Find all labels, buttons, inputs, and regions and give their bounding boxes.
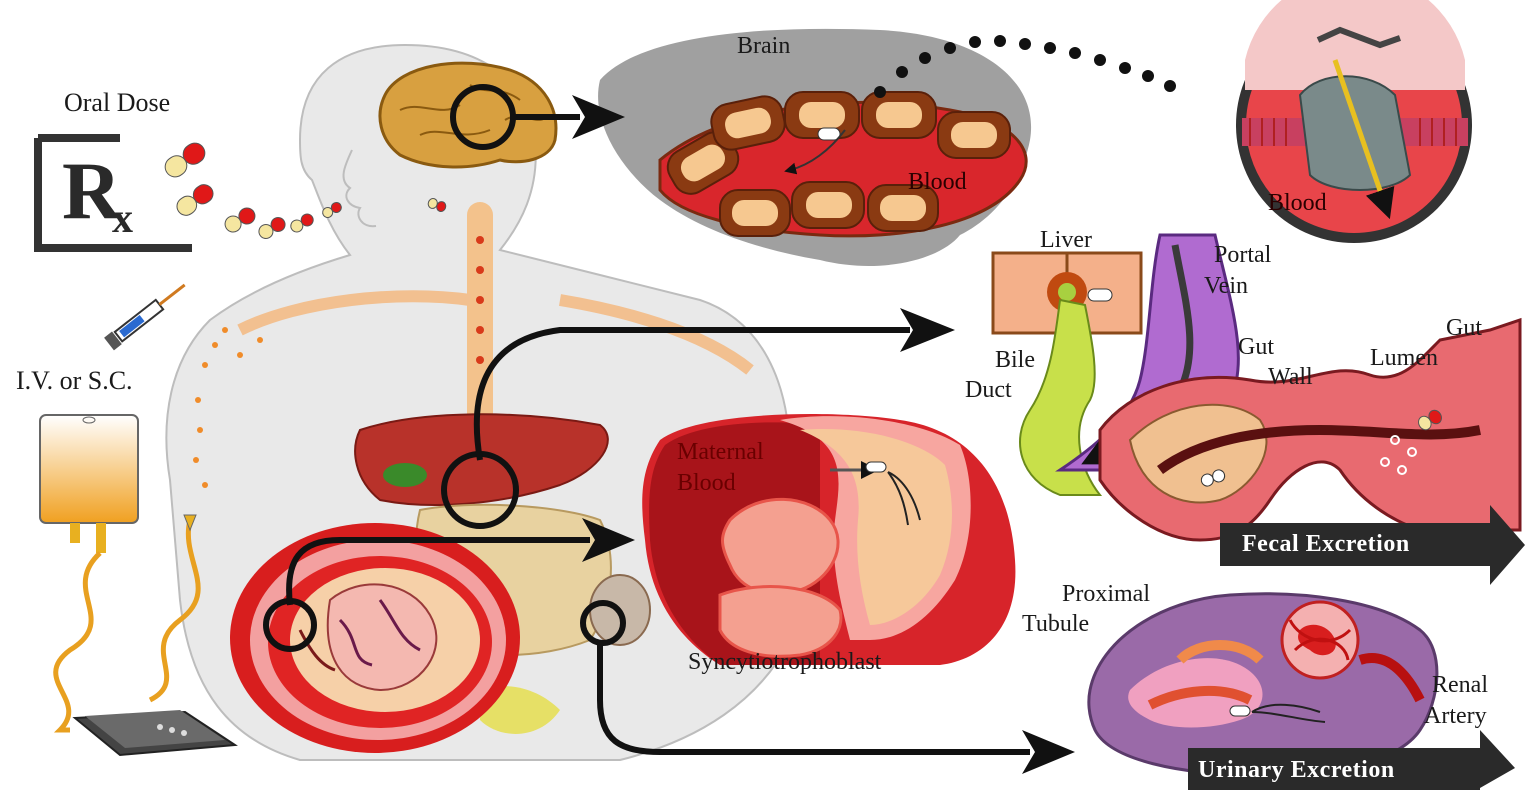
label-blood-brain: Blood (908, 170, 967, 194)
label-gut-wall-1: Gut (1238, 335, 1274, 359)
label-oral-dose: Oral Dose (64, 90, 170, 116)
label-portal: Portal (1214, 243, 1271, 267)
label-blood-membrane: Blood (1268, 191, 1327, 215)
label-proximal: Proximal (1062, 582, 1150, 606)
rx-subscript: x (112, 198, 133, 240)
label-tubule: Tubule (1022, 612, 1089, 636)
label-maternal: Maternal (677, 440, 764, 464)
label-gut-lumen-1: Gut (1446, 316, 1482, 340)
label-duct: Duct (965, 378, 1012, 402)
label-gut-lumen-2: Lumen (1370, 346, 1438, 370)
infusion-pump-icon (0, 710, 235, 755)
label-maternal-blood: Blood (677, 471, 736, 495)
label-urinary-excretion: Urinary Excretion (1198, 758, 1395, 782)
label-iv-sc: I.V. or S.C. (16, 368, 133, 394)
blood-brain-barrier-panel (598, 29, 1031, 266)
label-brain: Brain (737, 34, 790, 58)
label-vein: Vein (1204, 274, 1248, 298)
label-bile: Bile (995, 348, 1035, 372)
label-syncytiotrophoblast: Syncytiotrophoblast (688, 650, 881, 674)
label-renal: Renal (1432, 673, 1488, 697)
liver-gut-panel (993, 235, 1520, 540)
label-gut-wall-2: Wall (1268, 365, 1313, 389)
kidney-panel (1089, 594, 1437, 775)
label-liver: Liver (1040, 228, 1092, 252)
syringe-icon (104, 279, 189, 351)
label-artery: Artery (1424, 704, 1487, 728)
label-fecal-excretion: Fecal Excretion (1242, 532, 1410, 556)
